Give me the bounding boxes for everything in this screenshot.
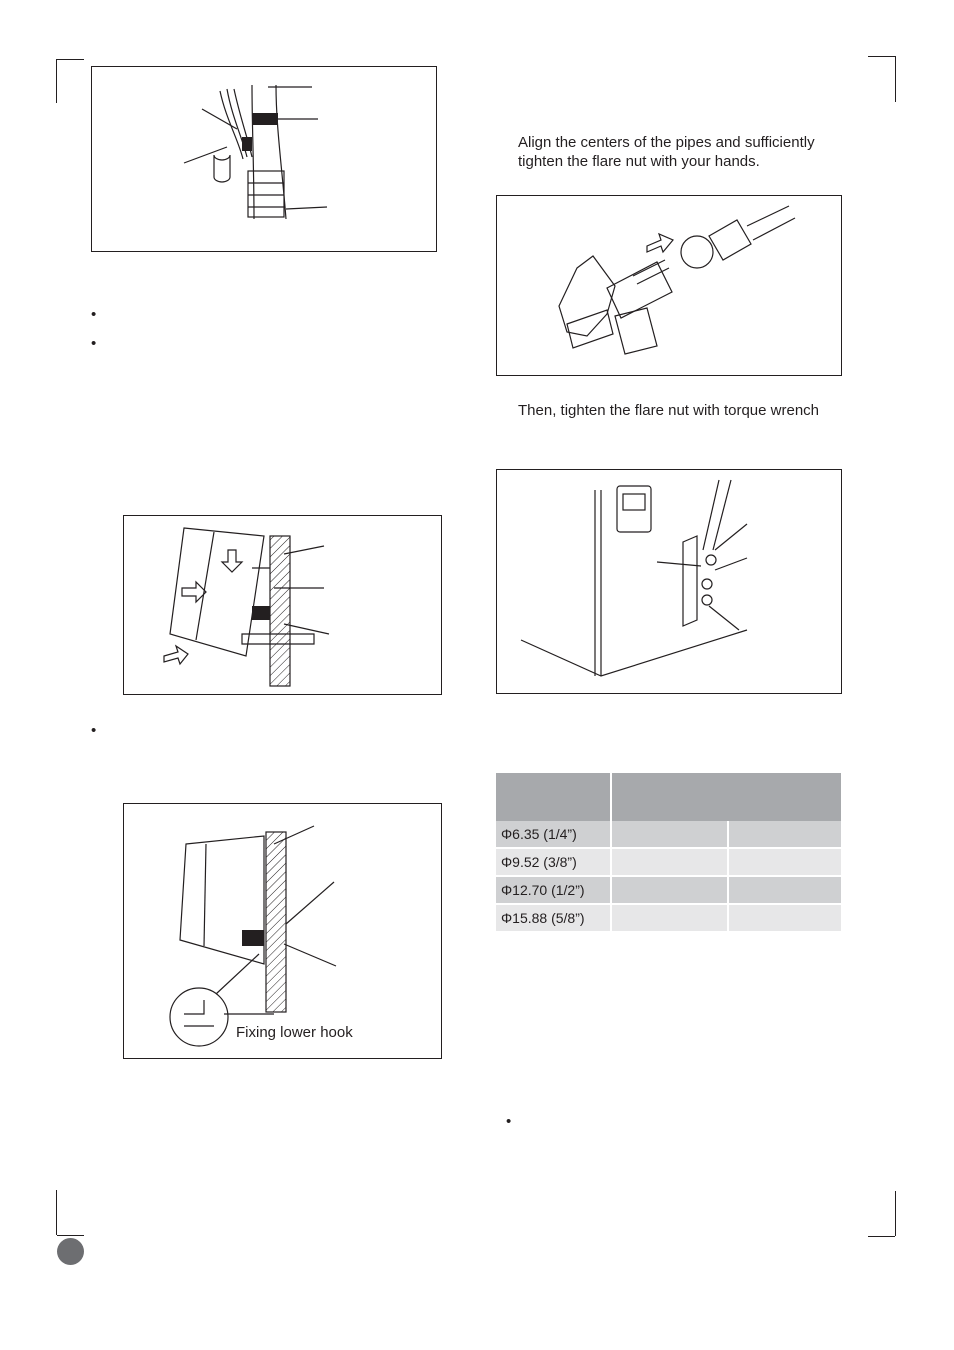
table-row: Φ6.35 (1/4”): [496, 821, 841, 849]
crop-mark-top-right-v: [895, 56, 896, 102]
crop-mark-bottom-left-v: [56, 1190, 57, 1235]
indoor-unit-hanging-illustration: [163, 527, 330, 687]
table-cell: [611, 821, 729, 849]
flare-nut-illustration: [558, 205, 796, 355]
table-row: Φ15.88 (5/8”): [496, 904, 841, 933]
pipe-size-cell: Φ12.70 (1/2”): [496, 876, 612, 905]
torque-table: Φ6.35 (1/4”) Φ9.52 (3/8”) Φ12.70 (1/2”) …: [496, 773, 841, 933]
crop-mark-bottom-right-h: [868, 1236, 895, 1237]
page-number-dot: [57, 1238, 84, 1265]
crop-mark-bottom-left-h: [57, 1235, 84, 1236]
table-cell: [728, 904, 841, 933]
table-cell: [728, 821, 841, 849]
table-cell: [611, 876, 729, 905]
align-pipes-text-line1: Align the centers of the pipes and suffi…: [518, 134, 815, 151]
align-pipes-text: Align the centers of the pipes and suffi…: [518, 133, 815, 171]
figure-outdoor-unit-connection: [496, 469, 842, 694]
figure-pipe-wrapping: [91, 66, 437, 252]
table-row: Φ12.70 (1/2”): [496, 876, 841, 905]
table-cell: [728, 848, 841, 877]
bullet-marker: •: [91, 306, 97, 323]
torque-table-header: [496, 773, 841, 821]
fixing-lower-hook-caption: Fixing lower hook: [236, 1024, 353, 1041]
pipe-size-cell: Φ6.35 (1/4”): [496, 821, 612, 849]
figure-fixing-lower-hook: Fixing lower hook: [123, 803, 442, 1059]
figure-flare-nut-alignment: [496, 195, 842, 376]
pipe-wrapping-illustration: [183, 84, 328, 220]
table-cell: [611, 904, 729, 933]
table-cell: [728, 876, 841, 905]
torque-wrench-text: Then, tighten the flare nut with torque …: [518, 402, 820, 419]
bullet-marker: •: [91, 335, 97, 352]
crop-mark-bottom-right-v: [895, 1191, 896, 1236]
table-cell: [611, 848, 729, 877]
lower-hook-illustration: [169, 825, 337, 1047]
torque-table-header-cell: [496, 773, 612, 821]
pipe-size-cell: Φ15.88 (5/8”): [496, 904, 612, 933]
bullet-marker: •: [91, 722, 97, 739]
crop-mark-top-right-h: [868, 56, 895, 57]
crop-mark-top-left-h: [57, 59, 84, 60]
figure-hang-indoor-unit: [123, 515, 442, 695]
bullet-marker: •: [506, 1113, 512, 1130]
table-row: Φ9.52 (3/8”): [496, 848, 841, 877]
crop-mark-top-left-v: [56, 59, 57, 103]
outdoor-unit-illustration: [520, 479, 748, 677]
align-pipes-text-line2: tighten the flare nut with your hands.: [518, 153, 760, 170]
torque-table-header-cell: [611, 773, 841, 821]
pipe-size-cell: Φ9.52 (3/8”): [496, 848, 612, 877]
